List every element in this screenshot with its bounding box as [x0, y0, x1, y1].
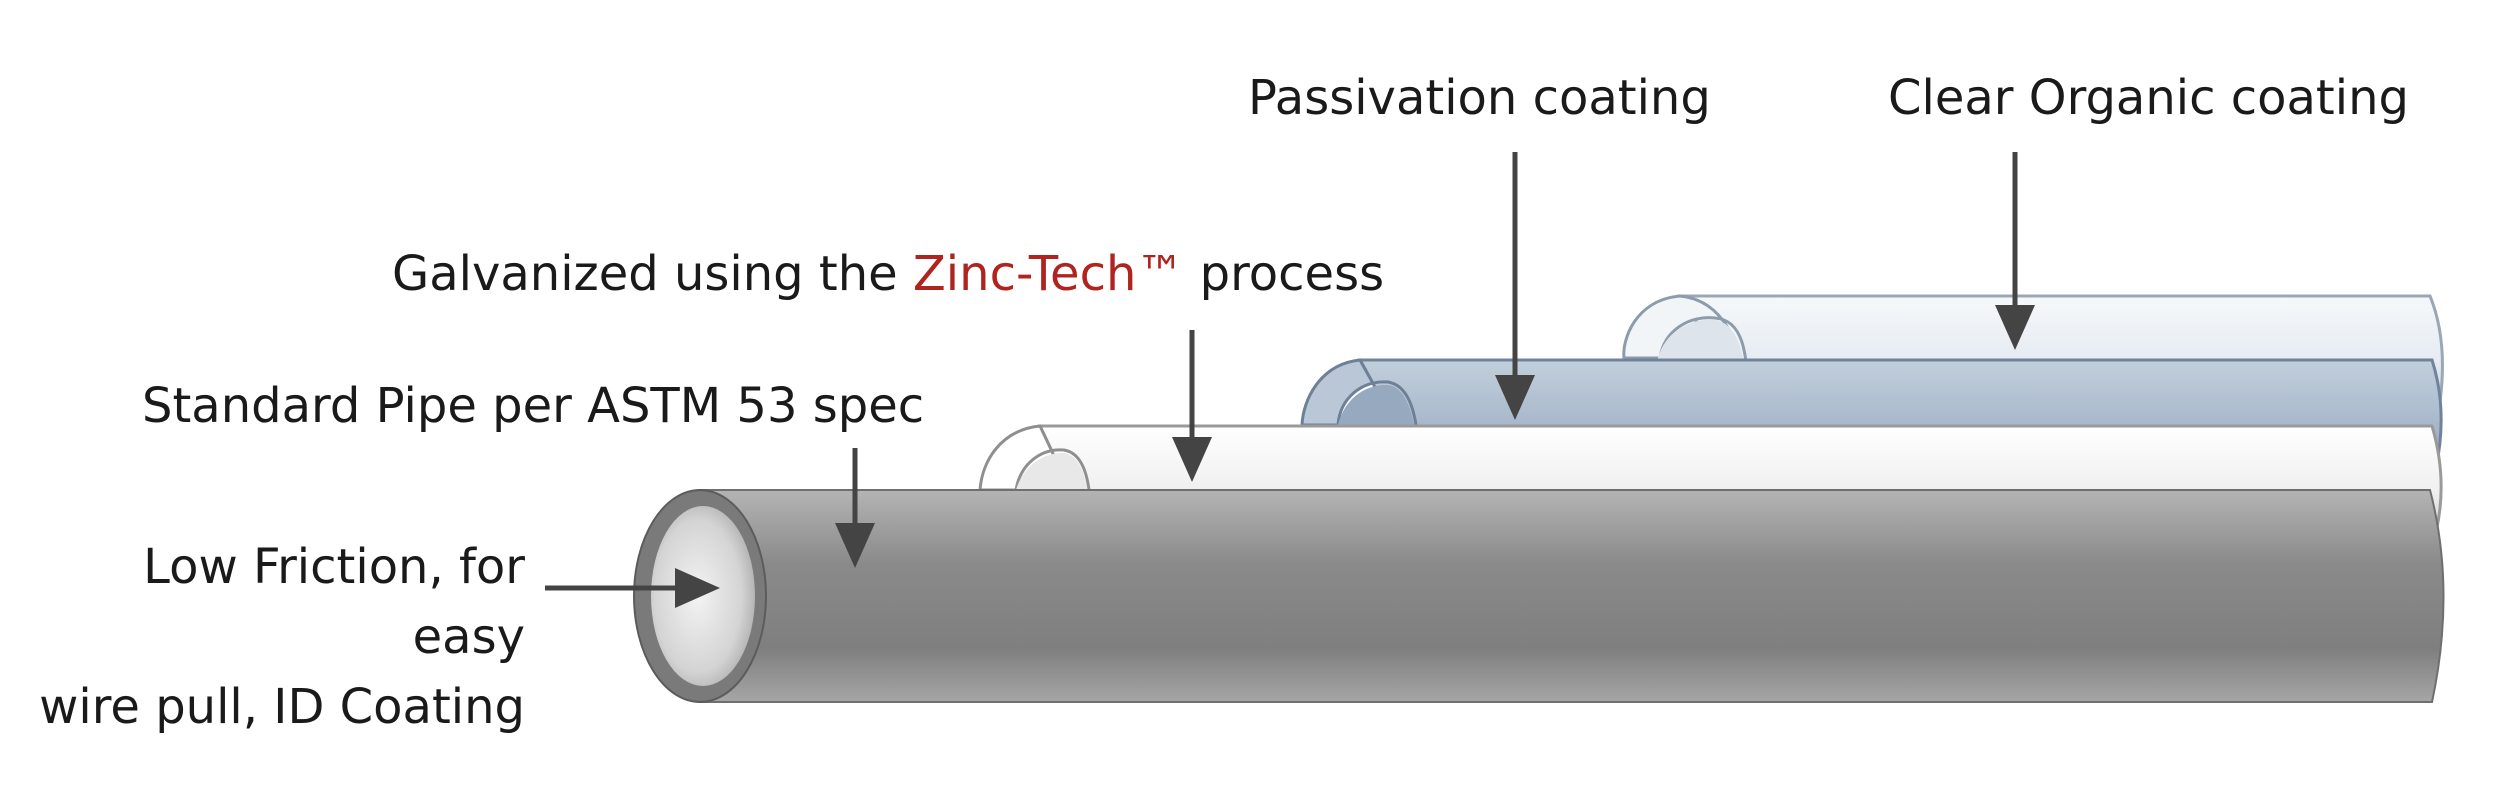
standard-pipe-label: Standard Pipe per ASTM 53 spec: [142, 378, 925, 434]
clear-organic-label: Clear Organic coating: [1888, 70, 2409, 126]
passivation-label: Passivation coating: [1248, 70, 1711, 126]
galvanized-label-prefix: Galvanized using the: [392, 246, 913, 302]
low-friction-line-2: wire pull, ID Coating: [39, 679, 525, 735]
low-friction-label: Low Friction, for easy wire pull, ID Coa…: [28, 532, 525, 742]
steel-pipe: [633, 489, 2445, 703]
galvanized-label: Galvanized using the Zinc-Tech™ process: [392, 250, 1384, 298]
galvanized-label-suffix: process: [1184, 246, 1385, 302]
low-friction-line-1: Low Friction, for easy: [143, 539, 525, 665]
zinc-tech-brand: Zinc-Tech™: [912, 246, 1185, 302]
pipe-bore: [651, 506, 755, 686]
